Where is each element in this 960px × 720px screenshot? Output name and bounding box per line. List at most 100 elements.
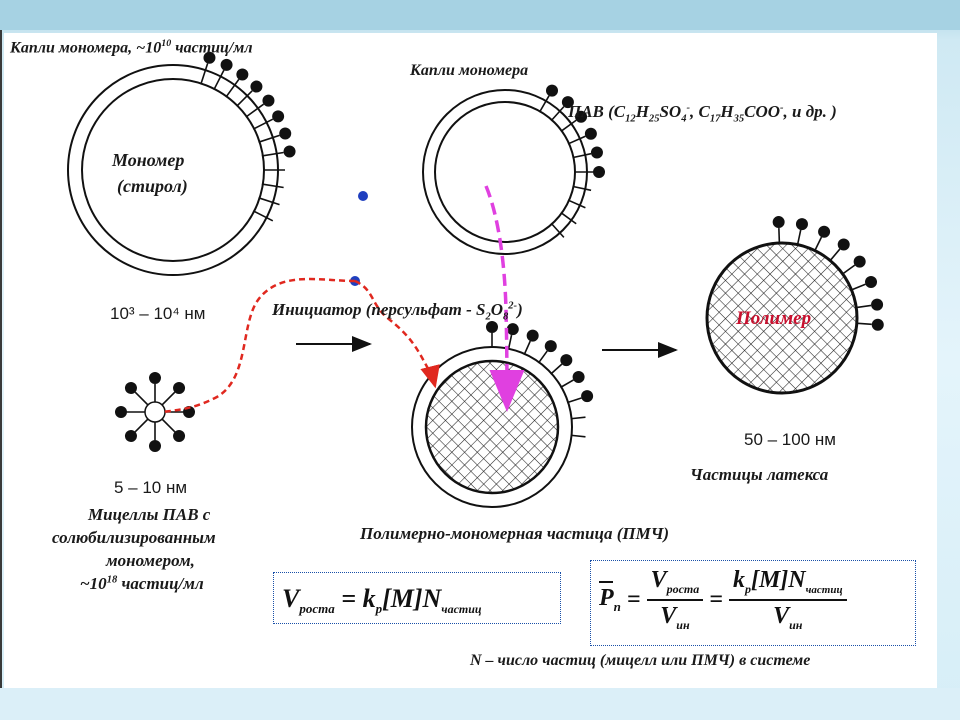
large-monomer-droplet <box>67 51 296 276</box>
initiator-radical-dot <box>358 191 368 201</box>
surfactant-tail <box>225 78 240 98</box>
monomer-diffusion-arrow <box>484 185 525 412</box>
surfactant-head <box>560 354 573 367</box>
surfactant-tail <box>261 183 284 189</box>
surfactant-tail <box>258 197 280 206</box>
surfactant-head <box>581 390 594 403</box>
surfactant-head <box>818 225 831 238</box>
initiator-label: Инициатор (персульфат - S2O82-) <box>272 300 523 323</box>
surfactant-head <box>772 216 785 229</box>
surfactant-head <box>871 318 884 331</box>
surfactant-tail <box>572 185 592 192</box>
surfactant-head <box>575 110 588 123</box>
surfactant-head <box>795 218 808 231</box>
surfactant-head <box>262 94 275 107</box>
surfactant-tail <box>258 134 280 143</box>
surfactant-head <box>220 58 233 71</box>
surfactant-tail <box>507 334 513 350</box>
micelle-head <box>124 430 137 443</box>
pmp-name-label: Полимерно-мономерная частица (ПМЧ) <box>360 524 670 543</box>
latex-size-label: 50 – 100 нм <box>744 430 836 449</box>
surfactant-molecules <box>772 216 884 331</box>
surfactant-molecules <box>538 84 605 238</box>
surfactant-tail <box>236 90 253 107</box>
micelle-head <box>149 440 161 452</box>
surfactant-head <box>584 127 597 140</box>
surfactant-tail <box>855 322 872 326</box>
surfactant-head <box>506 323 519 336</box>
surfactant-head <box>279 127 292 140</box>
micelle-size-label: 5 – 10 нм <box>114 478 188 497</box>
surfactant-head <box>871 298 884 311</box>
surfactant-head <box>593 166 605 178</box>
surfactant-tail <box>560 211 577 225</box>
micelle-head <box>173 381 186 394</box>
surfactant-tail <box>566 397 582 404</box>
surfactant-head <box>865 276 878 289</box>
bottom-strip <box>0 688 960 720</box>
micelle-label-line3: мономером, <box>106 551 195 570</box>
small-monomer-droplet <box>422 84 605 255</box>
surfactant-micelle <box>115 372 195 452</box>
droplet-size-label: 10³ – 10⁴ нм <box>110 304 206 323</box>
surfactant-tail <box>841 264 856 276</box>
surfactant-tail <box>567 199 586 209</box>
footnote-label: N – число частиц (мицелл или ПМЧ) в сист… <box>470 652 811 669</box>
surfactant-tail <box>796 229 802 246</box>
surfactant-tail <box>523 340 531 356</box>
surfactant-head <box>590 146 603 159</box>
droplets-title: Капли мономера <box>410 62 529 79</box>
polymer-core-label: Полимер <box>736 308 812 329</box>
surfactant-head <box>203 51 216 64</box>
surfactant-tail <box>538 95 550 113</box>
surfactant-head <box>561 96 574 109</box>
surfactant-tail <box>813 236 823 252</box>
surfactant-tail <box>560 119 577 133</box>
surfactant-tail <box>252 210 274 222</box>
surfactant-label: ПАВ (C12H25SO4-, C17H35COO-, и др. ) <box>568 102 837 125</box>
top-bar <box>0 0 960 30</box>
surfactant-molecules <box>486 321 594 438</box>
surfactant-tail <box>213 69 225 91</box>
left-border <box>0 30 2 720</box>
micelle-label-line4: ~1018 частиц/мл <box>80 574 204 593</box>
micelle-head <box>124 381 137 394</box>
surfactant-tail <box>570 416 586 420</box>
latex-particle <box>705 216 884 395</box>
surfactant-molecules <box>200 51 296 222</box>
micelle-head <box>173 430 186 443</box>
rate-formula: Vроста = kp[M]Nчастиц <box>273 572 561 624</box>
droplets-count-label: Капли мономера, ~1010 частиц/мл <box>10 38 253 57</box>
surfactant-head <box>283 145 296 158</box>
surfactant-head <box>546 84 558 97</box>
surfactant-tail <box>567 135 586 145</box>
micelle-label-line1: Мицеллы ПАВ с <box>88 505 211 524</box>
surfactant-tail <box>850 283 866 292</box>
monomer-label-line2: (стирол) <box>117 176 188 196</box>
monomer-label-line1: Мономер <box>112 150 185 170</box>
surfactant-tail <box>550 106 565 122</box>
surfactant-tail <box>570 434 586 438</box>
surfactant-head <box>272 110 285 123</box>
initiator-path-to-micelle <box>161 277 356 414</box>
surfactant-tail <box>200 63 209 85</box>
surfactant-tail <box>252 118 274 130</box>
surfactant-head <box>544 340 557 353</box>
surfactant-tail <box>572 152 592 159</box>
surfactant-tail <box>245 103 265 118</box>
micelle-head <box>149 372 161 384</box>
initiator-path-to-pmp <box>354 279 440 389</box>
latex-name-label: Частицы латекса <box>690 465 829 484</box>
surfactant-tail <box>261 151 284 157</box>
surfactant-head <box>853 255 866 268</box>
surfactant-head <box>572 371 585 383</box>
micelle-head <box>115 406 127 418</box>
surfactant-tail <box>560 379 574 389</box>
surfactant-head <box>837 238 850 251</box>
surfactant-tail <box>537 350 548 364</box>
polymer-monomer-particle <box>411 321 594 508</box>
surfactant-tail <box>828 248 841 262</box>
surfactant-head <box>250 80 263 93</box>
micelle-label-line2: солюбилизированным <box>52 528 216 547</box>
